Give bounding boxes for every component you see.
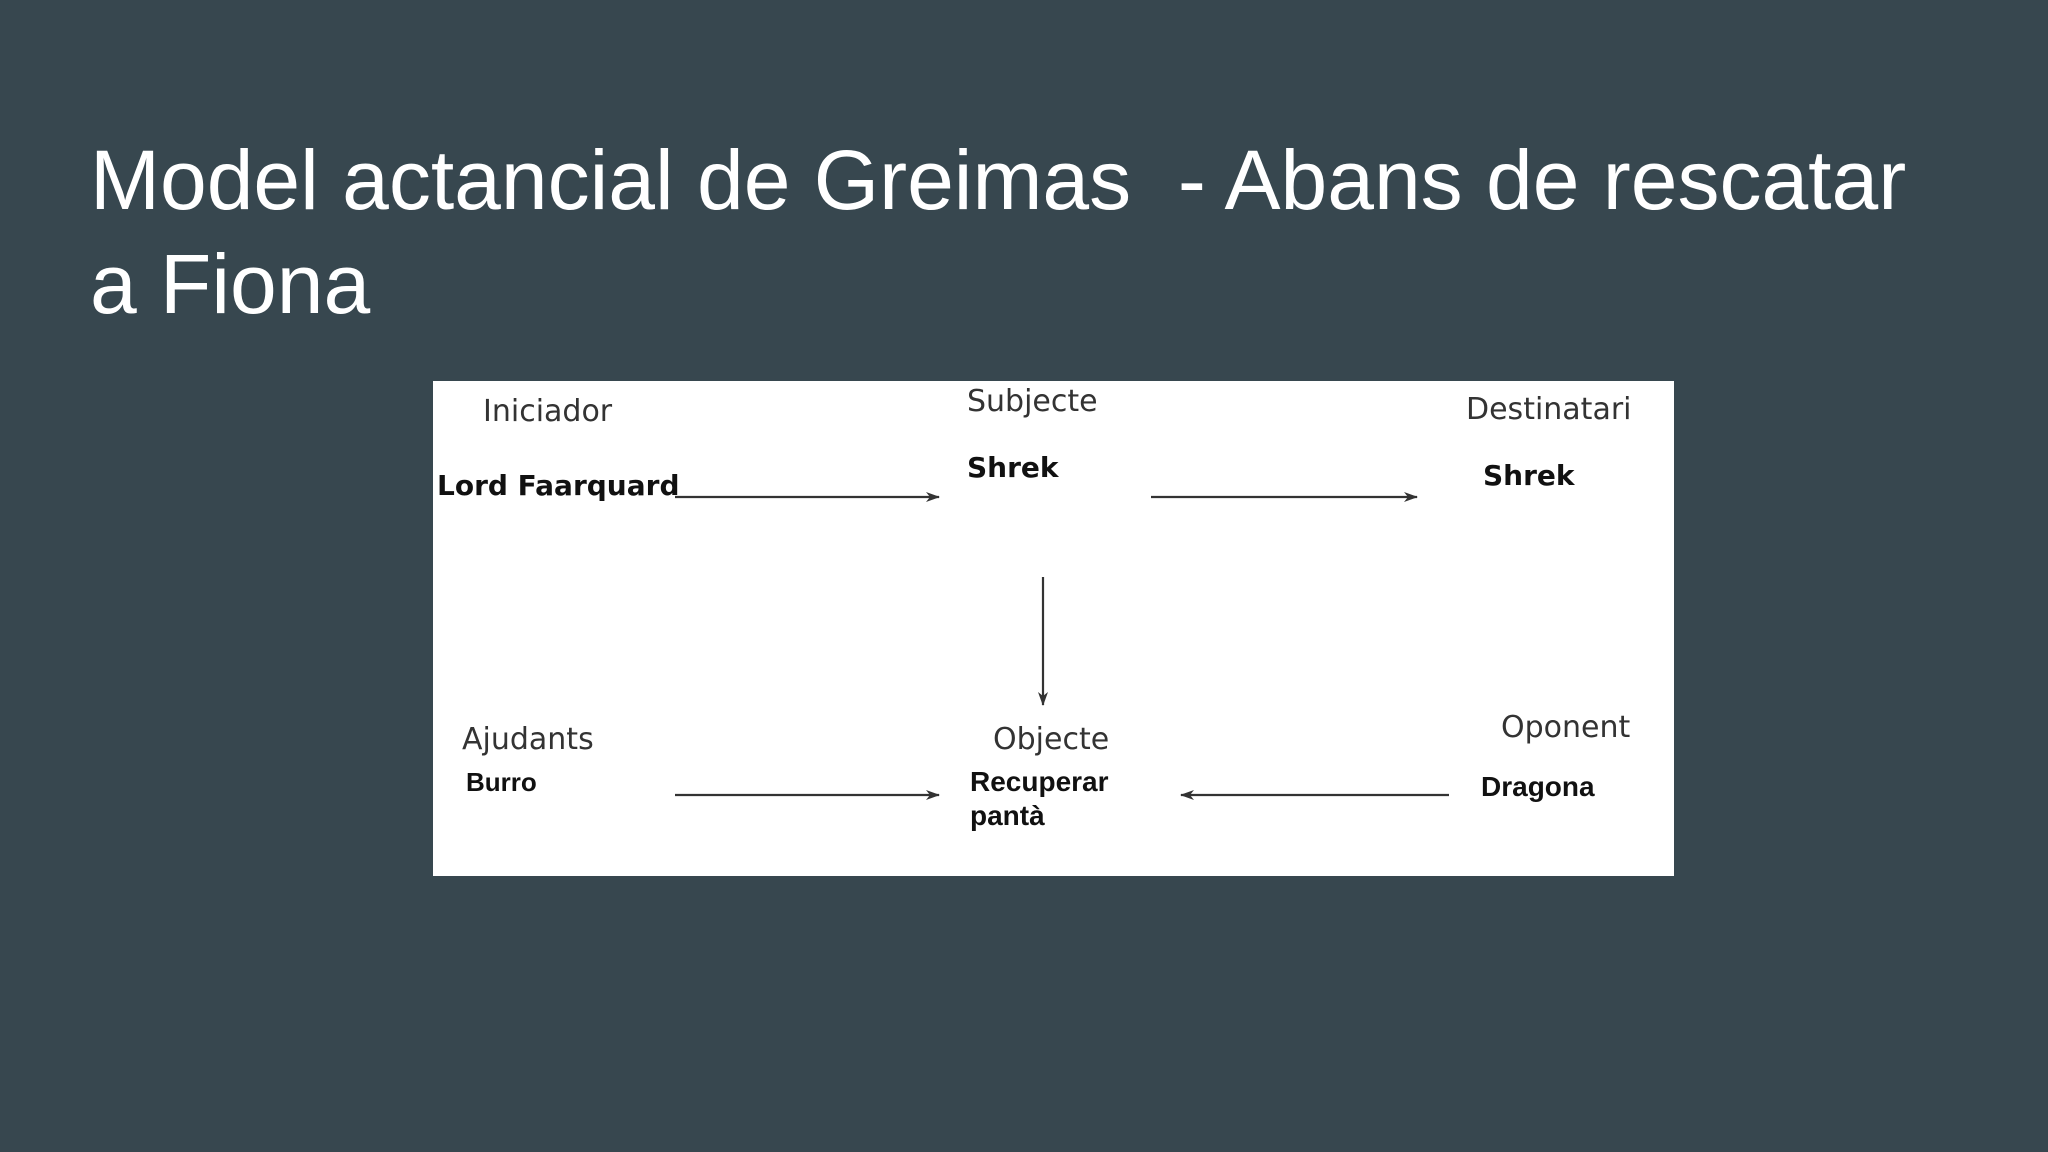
diagram-arrows [675, 492, 1449, 800]
node-label-destinatari: Destinatari [1466, 392, 1632, 427]
node-value-ajudants: Burro [466, 767, 537, 797]
node-value-iniciador: Lord Faarquard [437, 469, 680, 502]
node-value-subjecte: Shrek [967, 451, 1059, 484]
node-label-ajudants: Ajudants [462, 722, 594, 757]
node-value-oponent: Dragona [1481, 771, 1595, 802]
node-label-subjecte: Subjecte [967, 384, 1098, 419]
node-label-iniciador: Iniciador [483, 394, 613, 429]
actantial-model-diagram: Iniciador Lord Faarquard Subjecte Shrek … [433, 381, 1674, 876]
node-label-oponent: Oponent [1501, 710, 1631, 745]
node-value-destinatari: Shrek [1483, 459, 1575, 492]
node-value-objecte: Recuperar pantà [970, 766, 1109, 831]
node-label-objecte: Objecte [993, 722, 1110, 757]
slide-title: Model actancial de Greimas - Abans de re… [90, 133, 1930, 331]
